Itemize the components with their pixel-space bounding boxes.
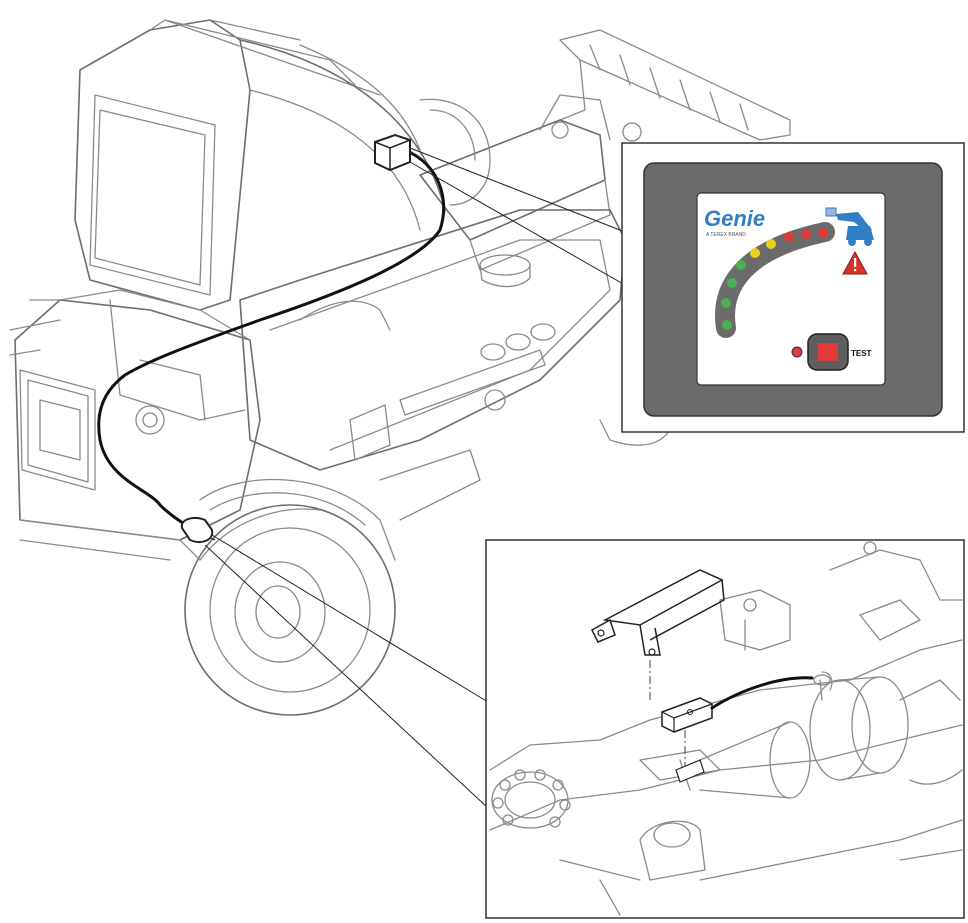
load-led-arc xyxy=(715,222,835,338)
led xyxy=(818,228,828,238)
indicator-box xyxy=(374,133,411,172)
genie-logo: Genie xyxy=(704,206,765,231)
test-label: TEST xyxy=(851,349,872,358)
led xyxy=(736,260,746,270)
sensor-bracket xyxy=(591,569,725,656)
test-button[interactable] xyxy=(807,333,849,371)
axle-line-art xyxy=(489,541,963,916)
led xyxy=(784,232,794,242)
machine-line-art xyxy=(9,19,791,716)
axle-sensor-housing xyxy=(180,517,214,543)
led xyxy=(766,239,776,249)
led xyxy=(801,229,811,239)
warning-triangle-icon xyxy=(842,250,868,275)
led xyxy=(721,298,731,308)
telehandler-icon xyxy=(825,207,874,246)
proximity-sensor xyxy=(649,660,814,783)
status-led xyxy=(791,346,803,358)
brand-tagline: A TEREX BRAND xyxy=(706,232,746,238)
led xyxy=(722,320,732,330)
led xyxy=(727,278,737,288)
led xyxy=(750,248,760,258)
callout-lines xyxy=(204,147,626,809)
wiring-harness xyxy=(97,148,446,541)
indicator-panel-inset: Genie A TEREX BRAND xyxy=(621,142,965,433)
axle-sensor-inset xyxy=(485,539,965,919)
